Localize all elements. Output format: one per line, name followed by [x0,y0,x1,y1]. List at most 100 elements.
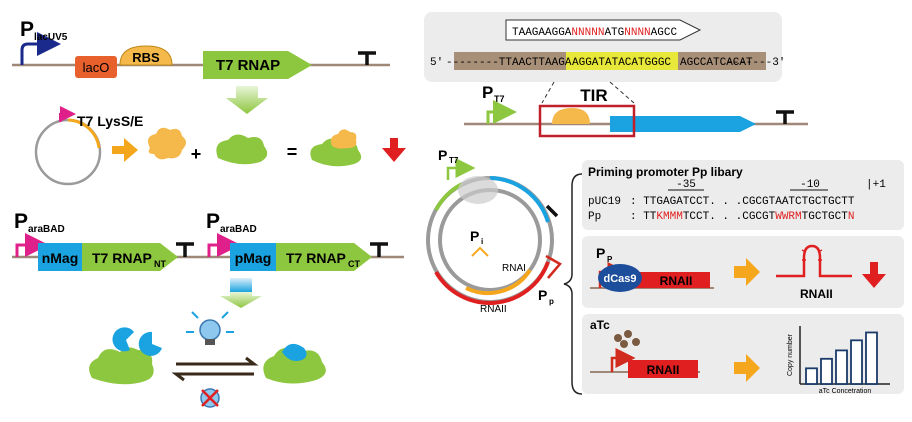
tir-panel: TAAGAAGGANNNNNATGNNNNAGCC 5' --------TTA… [424,12,785,104]
tir-seq-highlight: AGGATATACATGGGC [572,57,671,69]
rnaii-arc [434,261,550,305]
pp-arrow-icon [545,254,562,279]
pi-subscript: i [481,237,483,246]
tir-label: TIR [580,86,607,105]
dcas9-shape [598,264,642,292]
hairpin-bases [801,249,823,261]
rnaii-hairpin [776,244,852,278]
tir-seq-tail: -------3' [726,57,785,69]
nmag-label: nMag [42,250,79,266]
atc-panel: aTc RNAII Copy number aTc Concetration [582,314,904,395]
lacuv5-construct: P lacUV5 lacO RBS T7 RNAP [12,18,390,79]
nt-label: T7 RNAP [92,250,152,266]
dimer-blob [263,347,326,384]
tir-highlight-box [538,104,636,138]
rbs-shape [119,45,173,66]
tir-box-sequence: TAAGAAGGANNNNNATGNNNNAGCC [512,27,677,39]
m10-label: -10 [800,179,820,191]
pt7-arrow-icon [486,100,517,124]
split-constructs: P araBAD nMag T7 RNAP NT P araBAD pMag T… [12,210,404,271]
zoom-line [609,81,635,104]
down-arrow-icon [220,292,262,308]
chart-bar [805,367,818,385]
sequence-segment: TAAGAAGGA [512,27,572,39]
sequence-segment: KMMM [656,211,682,223]
light-bulb-icon [199,319,221,341]
pbad1-label: P [14,210,28,233]
split-nt-blob [89,347,154,385]
pbad2-arrow-icon [207,233,241,257]
terminator-icon [358,51,376,65]
zoom-line [541,81,555,104]
sequence-segment: AGCC [651,27,678,39]
atc-molecule [632,338,640,346]
forward-arrow-icon [176,356,259,366]
t7rnap-label: T7 RNAP [216,57,280,74]
crispri-orange-arrow-icon [734,258,760,286]
pbad1-subscript: araBAD [28,224,65,235]
tir-rbs-shape [552,108,590,124]
lys-promoter-arrow-icon [59,106,76,122]
ct-subscript: CT [348,259,360,269]
laco-box [75,56,117,78]
plus1-label: |+1 [866,179,886,191]
light-box-icon [230,278,252,292]
sequence-segment: : TTGAGATCCT. . .CGCGTAATCTGCTGCTT [630,196,855,208]
plasmid-map: P T7 P i RNAI RNAII P p [426,147,562,315]
laco-label: lacO [83,60,110,75]
terminator-icon [370,242,388,257]
reverse-arrow-icon [171,372,254,382]
m35-label: -35 [676,179,696,191]
library-panel-bg [582,160,904,230]
t7rnap-gene [203,51,312,79]
pt7-arc [434,182,463,211]
crispri-rnaii-label: RNAII [660,274,693,288]
nt-gene [82,243,178,271]
tir-seq-b: AGCCATCACAT [680,57,753,69]
bracket [563,173,583,395]
pt7-label: P [482,83,493,102]
chart-xlabel: aTc Concetration [819,388,872,395]
copy-number-chart: Copy number aTc Concetration [787,326,890,395]
library-title: Priming promoter Pp libary [588,165,743,179]
pp-subscript: p [549,297,554,306]
crispri-pp-label: P [596,245,605,261]
library-panel: Priming promoter Pp libary -35 -10 |+1 p… [582,160,904,230]
sequence-segment: N [848,211,855,223]
ct-label: T7 RNAP [286,250,346,266]
down-arrow-icon [226,86,268,114]
atc-molecule [620,340,628,348]
atc-arrow-icon [610,348,636,372]
chart-ylabel: Copy number [787,333,794,376]
puc19-sequence: : TTGAGATCCT. . .CGCGTAATCTGCTGCTT [630,196,855,208]
nmag-crescent [112,327,134,352]
tir-construct: P T7 TIR [464,83,808,138]
chart-bar [835,349,848,385]
sequence-segment: TCCT. . .CGCGT [683,211,776,223]
tir-shadow [458,176,498,204]
plasmid-pt7-subscript: T7 [449,156,459,165]
pp-sequence: : TTKMMMTCCT. . .CGCGTWWRMTGCTGCTN [630,211,854,223]
crispri-down-arrow-icon [862,262,886,288]
plus-sign: + [191,144,202,164]
sequence-segment: ATG [604,27,624,39]
sequence-segment: : TT [630,211,657,223]
red-down-arrow-icon [382,138,406,162]
atc-rnaii-box [628,360,698,378]
pi-arrow-icon [471,246,489,257]
lysse-row: T7 LysS/E + = [34,106,406,186]
rnaii-box [624,272,710,288]
atc-molecule [624,330,632,338]
no-light-cross-icon [201,389,219,407]
rbs-label: RBS [132,50,160,65]
bulb-base [205,339,215,345]
pmag-crescent [138,331,162,356]
pbad2-label: P [206,210,220,233]
crispri-panel: P P RNAII dCas9 RNAII [582,236,904,308]
atc-rnaii-label: RNAII [647,363,680,377]
chart-bar [850,339,863,385]
atc-molecule [614,334,622,342]
tir-seq-a: --------TTAACTTAAGA [446,57,572,69]
light-rays [186,311,234,333]
